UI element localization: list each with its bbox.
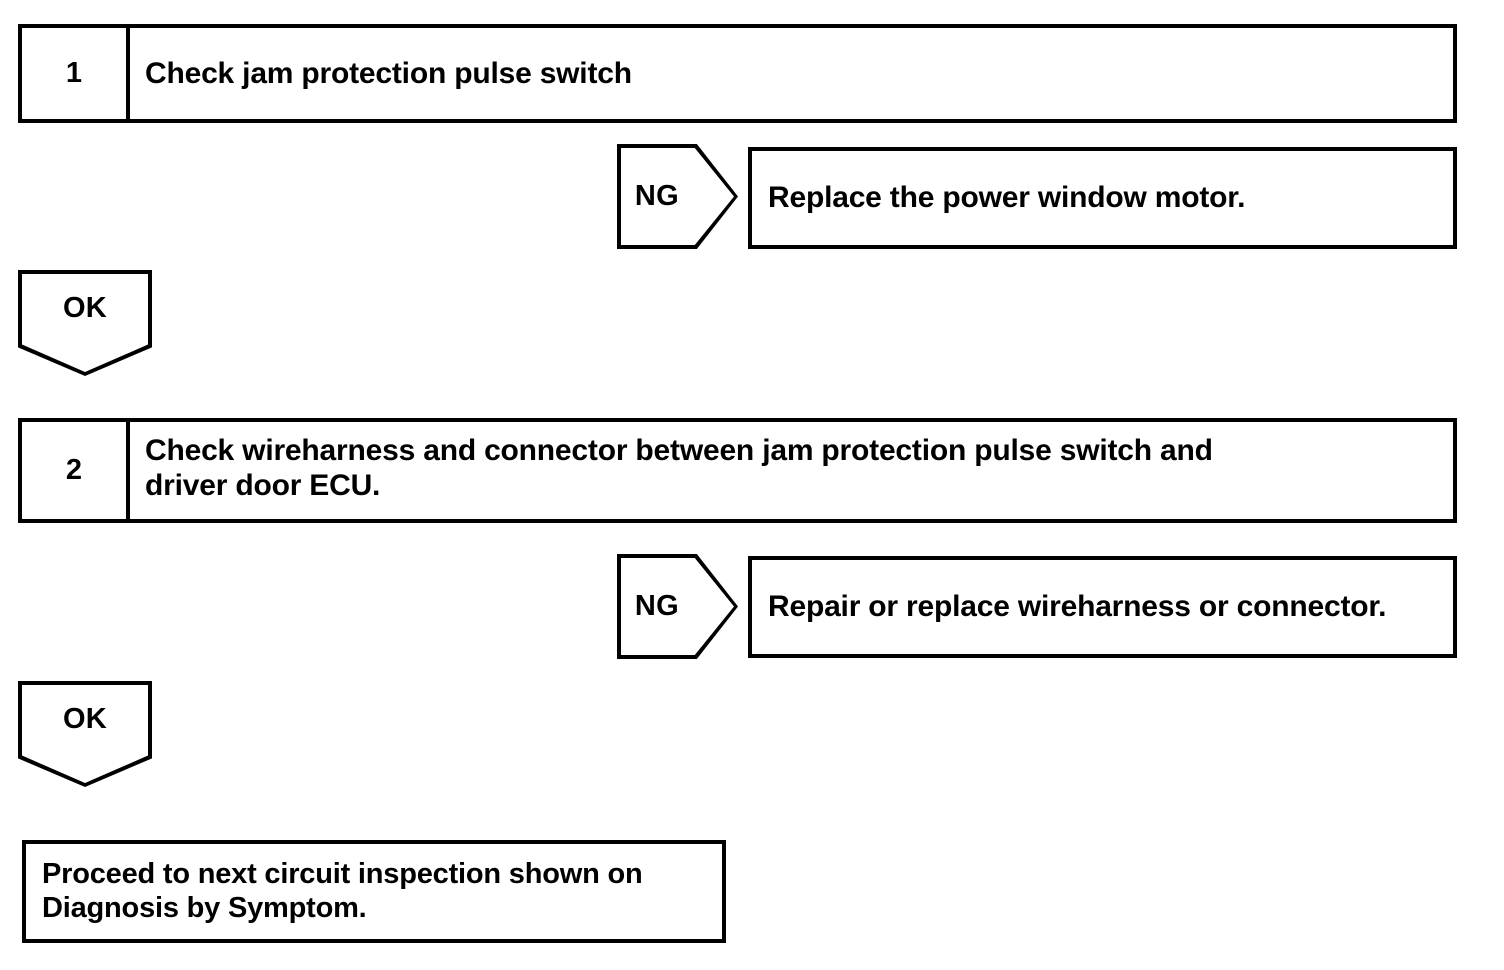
step-text-2-line-2: driver door ECU. [145,469,381,503]
ok-arrow-2: OK [18,681,152,787]
ok-arrow-1-label: OK [62,292,108,325]
ng-arrow-2: NG [617,554,738,659]
ng-arrow-1: NG [617,144,738,249]
step-text-2: Check wireharness and connector between … [130,422,1453,519]
step-text-2-line-1: Check wireharness and connector between … [145,434,1213,467]
step-text-1: Check jam protection pulse switch [145,56,632,90]
ng-arrow-1-label: NG [634,180,679,212]
terminal-line-2: Diagnosis by Symptom. [42,892,367,925]
ng-result-box-1: Replace the power window motor. [748,147,1457,249]
ok-arrow-1: OK [18,270,152,376]
terminal-line-1: Proceed to next circuit inspection shown… [42,858,643,890]
step-number-2: 2 [22,422,130,519]
terminal-box: Proceed to next circuit inspection shown… [22,840,726,943]
step-box-2: 2 Check wireharness and connector betwee… [18,418,1457,523]
ng-result-box-2: Repair or replace wireharness or connect… [748,556,1457,658]
ok-arrow-2-label: OK [62,703,108,736]
ng-arrow-2-label: NG [634,590,679,622]
step-box-1: 1 Check jam protection pulse switch [18,24,1457,123]
step-number-1: 1 [22,28,130,119]
